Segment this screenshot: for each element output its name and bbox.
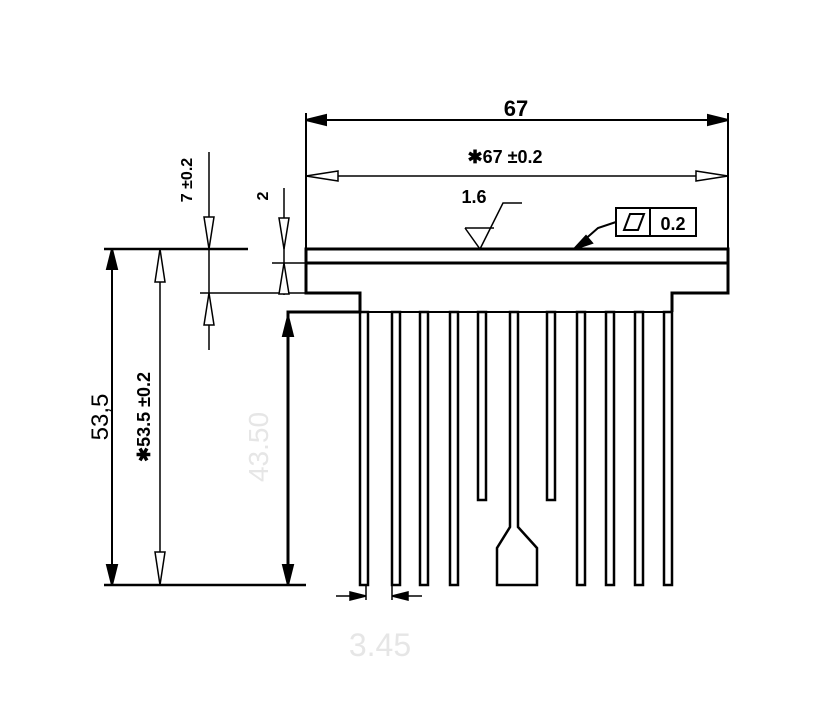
dim-overall-height-label: 53,5 bbox=[87, 394, 114, 441]
fin bbox=[358, 310, 370, 587]
fin bbox=[390, 310, 402, 587]
roughness-value: 1.6 bbox=[461, 187, 486, 207]
dim-controlled-height bbox=[154, 248, 166, 586]
dim-plate-thickness bbox=[278, 188, 290, 295]
dim-base-thickness-label: 7 ±0.2 bbox=[179, 158, 196, 202]
dim-controlled-height-label: ✱53.5 ±0.2 bbox=[134, 372, 154, 462]
flatness-value: 0.2 bbox=[660, 214, 685, 234]
fins bbox=[358, 310, 674, 587]
dim-overall-width bbox=[305, 113, 729, 249]
fin-short bbox=[545, 310, 557, 502]
flatness-icon bbox=[622, 213, 646, 231]
fin bbox=[604, 310, 616, 587]
surface-finish-symbol bbox=[464, 202, 522, 251]
dim-overall-width-label: 67 bbox=[504, 96, 528, 121]
base-outline-right bbox=[670, 263, 730, 312]
base-outline bbox=[286, 263, 362, 585]
dim-overall-height bbox=[105, 248, 119, 586]
dim-controlled-width-label: ✱67 ±0.2 bbox=[467, 147, 542, 167]
flatness-frame bbox=[573, 207, 697, 250]
dim-fin-height-label: 43.50 bbox=[243, 412, 274, 482]
dim-base-thickness bbox=[203, 152, 215, 350]
dim-fin-gap bbox=[336, 585, 422, 601]
fin bbox=[575, 310, 587, 587]
top-plate bbox=[304, 247, 730, 265]
fin bbox=[633, 310, 645, 587]
dim-fin-gap-label: 3.45 bbox=[349, 627, 411, 663]
dim-controlled-width bbox=[305, 170, 729, 182]
fin bbox=[418, 310, 430, 587]
dim-plate-thickness-label: 2 bbox=[255, 191, 272, 200]
heatsink-profile bbox=[286, 247, 730, 585]
fin bbox=[662, 310, 674, 587]
fin bbox=[448, 310, 460, 587]
center-fin bbox=[495, 310, 539, 587]
dim-fin-height bbox=[281, 315, 295, 586]
fin-short bbox=[476, 310, 488, 502]
